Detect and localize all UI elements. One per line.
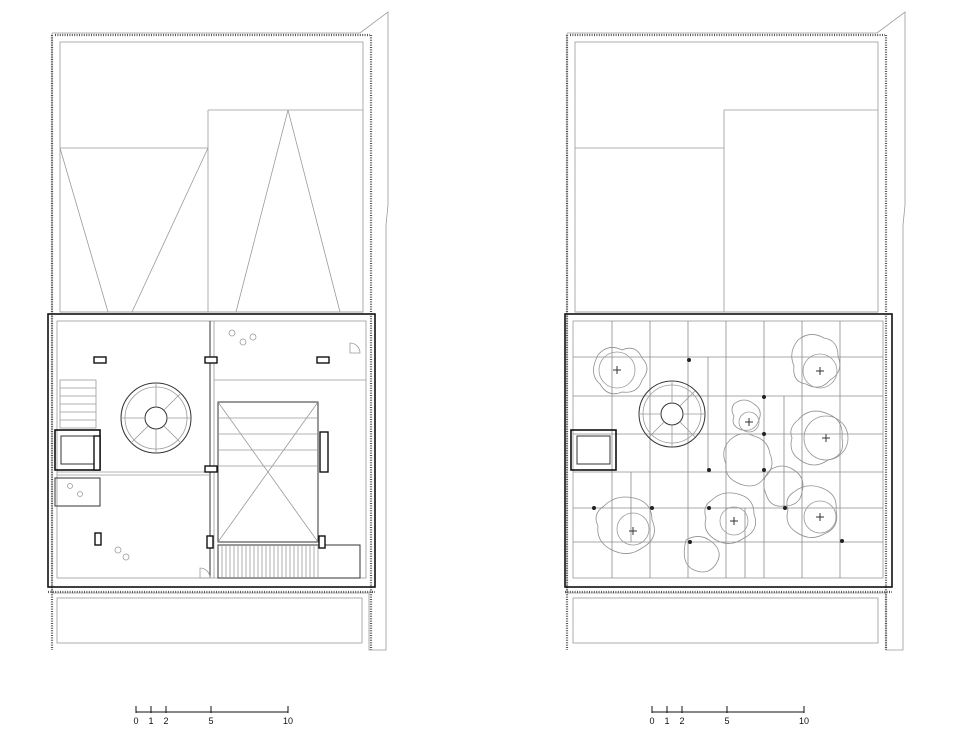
- building-inner-line: [56, 320, 367, 579]
- garden-area: [574, 41, 879, 313]
- scale-tick-label: 5: [724, 716, 729, 726]
- site-boundary: [51, 11, 389, 651]
- roof-ridge: [235, 109, 341, 313]
- roof-grid: [573, 321, 883, 578]
- column-dots: [592, 358, 844, 544]
- scale-tick-label: 5: [208, 716, 213, 726]
- elevator-car: [60, 435, 95, 465]
- column: [94, 532, 102, 546]
- column: [204, 465, 218, 473]
- elevator-core: [570, 429, 617, 471]
- scale-bar-right: 0 1 2 5 10: [649, 706, 809, 726]
- scale-bar-left: 0 1 2 5 10: [133, 706, 293, 726]
- scale-tick-label: 1: [664, 716, 669, 726]
- tree-markers: [613, 366, 830, 535]
- scale-tick-label: 0: [649, 716, 654, 726]
- column: [319, 431, 329, 473]
- scale-tick-label: 10: [799, 716, 809, 726]
- building-inner-line: [572, 320, 884, 579]
- front-yard: [572, 597, 879, 644]
- column: [204, 356, 218, 364]
- scale-tick-label: 10: [283, 716, 293, 726]
- scale-tick-label: 2: [163, 716, 168, 726]
- left-plan: [47, 11, 389, 651]
- scale-tick-label: 2: [679, 716, 684, 726]
- roof-ridge: [59, 147, 209, 313]
- column: [206, 535, 214, 549]
- column: [93, 435, 101, 471]
- column: [318, 535, 326, 549]
- scale-tick-label: 0: [133, 716, 138, 726]
- site-boundary: [566, 11, 906, 651]
- tree-canopies: [593, 334, 849, 573]
- void-cross: [217, 401, 319, 543]
- column: [316, 356, 330, 364]
- scale-tick-label: 1: [148, 716, 153, 726]
- front-yard: [56, 597, 363, 644]
- storage: [54, 477, 101, 507]
- garden-area: [59, 41, 364, 313]
- column: [93, 356, 107, 364]
- right-plan: [564, 11, 906, 651]
- building-outline: [564, 313, 893, 588]
- grating: [217, 544, 361, 579]
- elevator-car: [576, 435, 611, 465]
- building-outline: [47, 313, 376, 588]
